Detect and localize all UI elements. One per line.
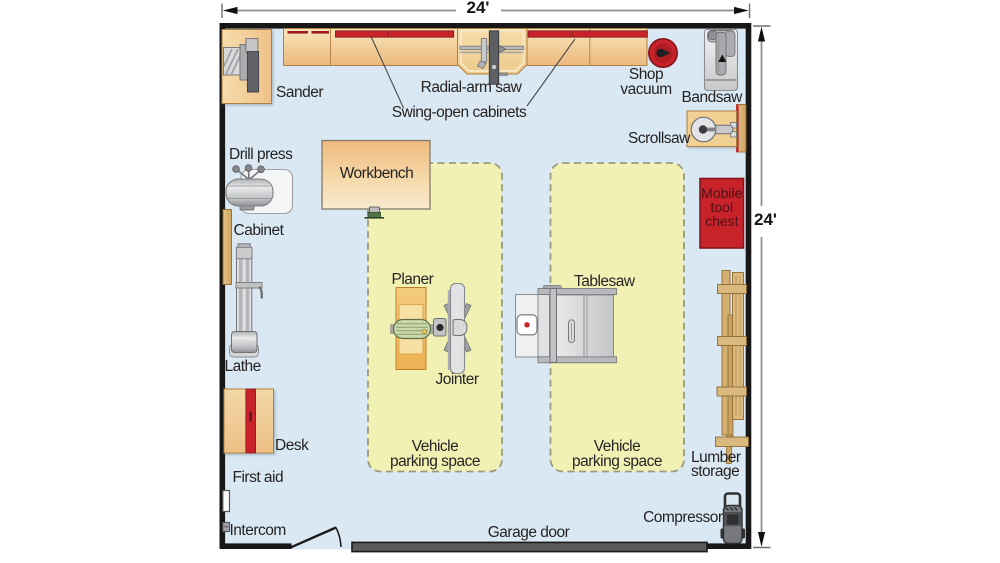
dimension-top-label: 24' [466, 0, 490, 17]
bandsaw-label: Bandsaw [681, 88, 743, 106]
lathe [229, 243, 264, 358]
shop-vacuum-label: Shop vacuum [620, 66, 672, 98]
scrollsaw [686, 104, 747, 153]
intercom [222, 521, 231, 533]
mobile-tool-chest [699, 177, 745, 249]
sander-label: Sander [276, 84, 323, 101]
lumber-storage-label: Lumber storage [691, 448, 741, 480]
arrow-left-icon [222, 6, 238, 15]
bandsaw [703, 28, 739, 92]
arrow-right-icon [734, 6, 749, 15]
desk [223, 388, 274, 454]
dimension-right-label: 24' [754, 210, 777, 229]
radial-arm-saw-label: Radial-arm saw [420, 78, 522, 96]
parking-space-left [367, 162, 503, 473]
first-aid-label: First aid [232, 469, 284, 486]
sander [221, 29, 272, 104]
entry-door [290, 526, 352, 550]
jointer [433, 282, 472, 375]
lumber-storage [715, 270, 749, 464]
arrow-down-icon [757, 532, 766, 547]
parking-left-label: Vehicle parking space [389, 437, 481, 470]
drill-press-label: Drill press [229, 146, 293, 163]
garage-door [351, 541, 708, 553]
mobile-tool-chest-label: Mobile tool chest [701, 185, 743, 229]
leader-lines [370, 37, 576, 109]
parking-right-label: Vehicle parking space [571, 437, 663, 470]
lathe-label: Lathe [224, 357, 262, 375]
compressor [720, 492, 745, 545]
planer-label: Planer [391, 270, 434, 288]
planer [390, 287, 434, 370]
radial-arm-saw [459, 30, 524, 85]
bandsaw-arrow-icon [718, 54, 727, 62]
jointer-label: Jointer [435, 370, 480, 388]
intercom-label: Intercom [229, 521, 287, 539]
dimension-top [221, 3, 751, 18]
sander-machine [223, 38, 260, 93]
top-bench [283, 28, 648, 85]
swing-open-cabinets [287, 30, 648, 38]
dimension-right [753, 25, 771, 549]
garage-door-label: Garage door [487, 524, 570, 541]
workbench-vise [364, 206, 384, 219]
shop-vacuum [647, 37, 678, 68]
arrow-up-icon [757, 26, 766, 42]
cabinet-label: Cabinet [233, 221, 284, 239]
swing-open-cabinets-label: Swing-open cabinets [391, 103, 527, 121]
compressor-label: Compressor [643, 508, 723, 526]
workbench-label: Workbench [339, 164, 414, 182]
workbench [321, 139, 431, 219]
drill-press [225, 164, 294, 215]
tablesaw-label: Tablesaw [574, 273, 635, 290]
first-aid [222, 489, 231, 513]
parking-spaces [367, 162, 685, 473]
cabinet [222, 209, 232, 285]
tablesaw [515, 285, 617, 364]
desk-label: Desk [275, 437, 309, 454]
scrollsaw-label: Scrollsaw [628, 129, 690, 147]
